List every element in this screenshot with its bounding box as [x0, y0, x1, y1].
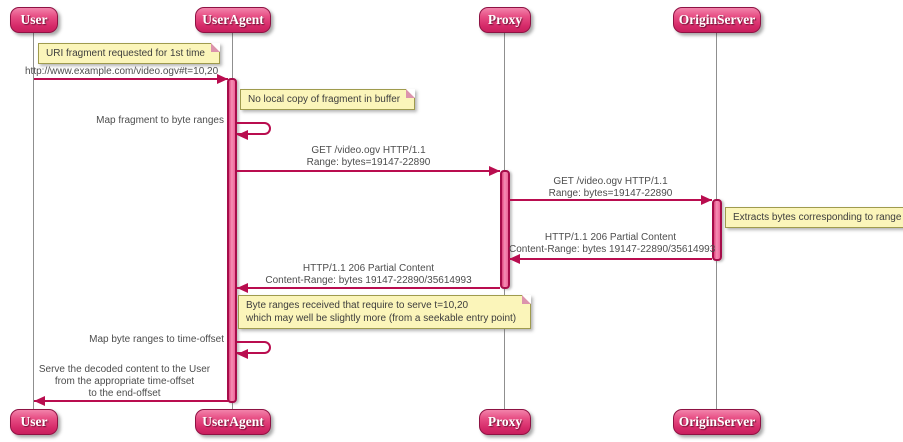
activation-useragent: [227, 78, 237, 403]
message-get-origin-line: [509, 199, 712, 201]
message-request-url-label: http://www.example.com/video.ogv#t=10,20: [25, 66, 219, 77]
message-request-url-line: [34, 78, 228, 80]
actor-originserver-top: OriginServer: [673, 7, 761, 33]
message-request-url-arrowhead: [217, 74, 228, 84]
message-map-fragment-loop: [237, 122, 271, 135]
message-get-proxy-arrowhead: [489, 166, 500, 176]
note-byte-ranges-received: Byte ranges received that require to ser…: [238, 295, 532, 329]
lifeline-user: [33, 33, 34, 409]
message-map-fragment-arrowhead: [237, 130, 248, 140]
actor-proxy-top: Proxy: [479, 7, 531, 33]
message-get-origin-label: GET /video.ogv HTTP/1.1 Range: bytes=191…: [548, 176, 673, 199]
message-206-to-proxy-line: [509, 258, 712, 260]
message-206-to-useragent-arrowhead: [237, 283, 248, 293]
note-line: Extracts bytes corresponding to range: [733, 212, 902, 223]
actor-useragent-bottom: UserAgent: [195, 409, 271, 435]
message-206-to-useragent-label: HTTP/1.1 206 Partial Content Content-Ran…: [265, 263, 472, 286]
activation-proxy: [500, 170, 510, 289]
message-map-byte-ranges-arrowhead: [237, 349, 248, 359]
message-map-fragment-label: Map fragment to byte ranges: [96, 115, 224, 126]
note-no-local-copy: No local copy of fragment in buffer: [240, 89, 416, 110]
message-get-proxy-label: GET /video.ogv HTTP/1.1 Range: bytes=191…: [306, 145, 431, 168]
note-line: Byte ranges received that require to ser…: [246, 300, 469, 311]
actor-useragent-top: UserAgent: [195, 7, 271, 33]
actor-proxy-bottom: Proxy: [479, 409, 531, 435]
note-line: which may well be slightly more (from a …: [246, 313, 517, 324]
message-206-to-useragent-line: [237, 287, 500, 289]
message-map-byte-ranges-label: Map byte ranges to time-offset: [89, 334, 224, 345]
note-uri-fragment-requested: URI fragment requested for 1st time: [38, 43, 220, 64]
message-serve-content-arrowhead: [34, 396, 45, 406]
note-line: URI fragment requested for 1st time: [46, 48, 205, 59]
note-line: No local copy of fragment in buffer: [248, 94, 401, 105]
message-get-proxy-line: [237, 170, 500, 172]
message-206-to-proxy-label: HTTP/1.1 206 Partial Content Content-Ran…: [509, 232, 716, 255]
note-extracts-bytes: Extracts bytes corresponding to range: [725, 207, 903, 228]
message-206-to-proxy-arrowhead: [509, 254, 520, 264]
message-serve-content-label: Serve the decoded content to the User fr…: [38, 364, 211, 399]
message-map-byte-ranges-loop: [237, 341, 271, 354]
actor-user-bottom: User: [10, 409, 58, 435]
activation-originserver: [712, 199, 722, 261]
message-get-origin-arrowhead: [701, 195, 712, 205]
message-serve-content-line: [34, 400, 228, 402]
actor-user-top: User: [10, 7, 58, 33]
actor-originserver-bottom: OriginServer: [673, 409, 761, 435]
